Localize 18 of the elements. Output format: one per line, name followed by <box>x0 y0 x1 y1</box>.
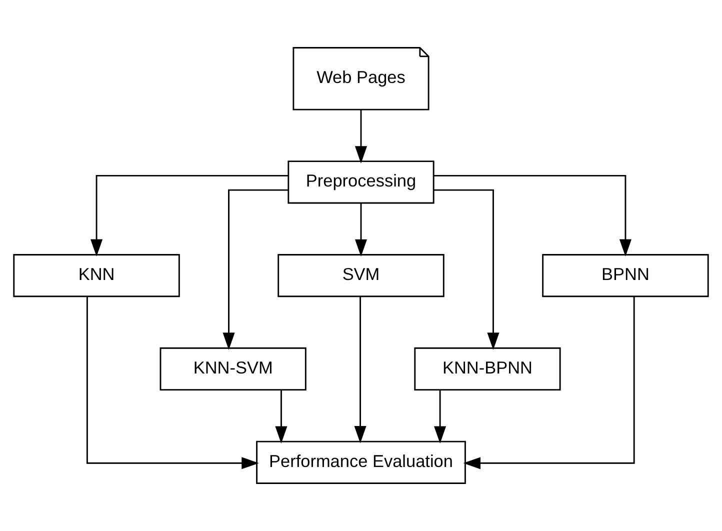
arrow <box>434 174 632 257</box>
arrow <box>222 189 288 350</box>
node-box: SVM <box>278 254 444 298</box>
node-box: KNN-SVM <box>160 347 306 391</box>
arrow <box>463 296 635 470</box>
arrow <box>354 203 368 257</box>
arrow <box>86 296 259 470</box>
node-box: KNN <box>13 254 180 298</box>
arrow <box>434 390 446 444</box>
node-box: Performance Evaluation <box>256 440 466 484</box>
node-box: BPNN <box>542 254 709 298</box>
node-box: KNN-BPNN <box>414 347 561 391</box>
node-box: Preprocessing <box>288 160 434 204</box>
arrow <box>275 390 288 444</box>
arrow <box>354 296 366 444</box>
arrow <box>354 110 368 164</box>
arrow <box>434 189 500 350</box>
arrow <box>90 174 288 257</box>
